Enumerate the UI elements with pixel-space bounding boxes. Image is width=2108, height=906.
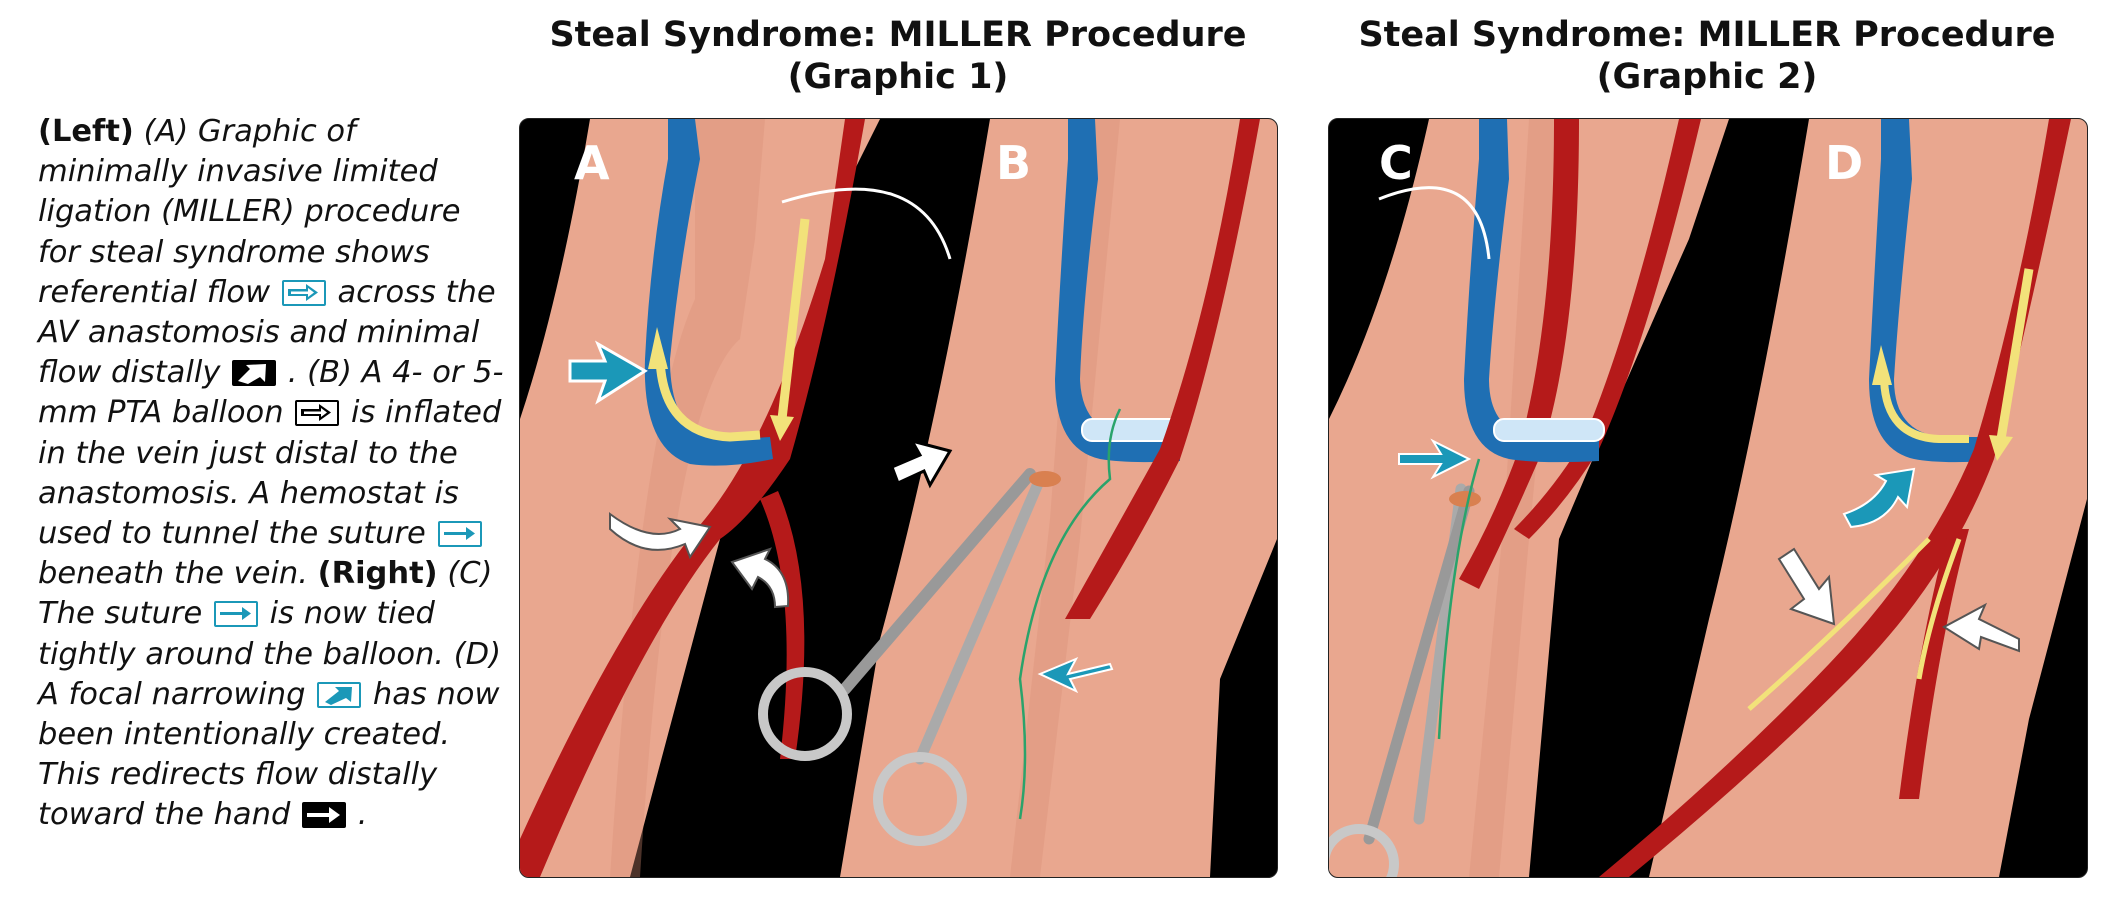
caption-text-4: is inflated in the vein just distal to t… [38, 395, 502, 552]
arrow-icon-black [302, 802, 347, 829]
graphic-1-title-line-2: (Graphic 1) [787, 57, 1009, 97]
panel-label-a: A [574, 136, 610, 190]
graphic-1-title: Steal Syndrome: MILLER Procedure (Graphi… [519, 14, 1277, 98]
caption-text-9: . [357, 797, 368, 833]
panel-label-b: B [996, 136, 1031, 190]
arrow-icon-black-outline [295, 400, 340, 427]
arrow-icon-blue-outline [437, 521, 482, 548]
graphic-1-illustration: A B [519, 118, 1278, 878]
graphic-2-title: Steal Syndrome: MILLER Procedure (Graphi… [1328, 14, 2086, 98]
caption-text-2: across the AV anastomosis and minimal fl… [38, 274, 496, 391]
graphic-2-title-line-2: (Graphic 2) [1596, 57, 1818, 97]
arrow-icon-blue-outline [281, 279, 326, 306]
graphic-1-title-line-1: Steal Syndrome: MILLER Procedure [549, 15, 1247, 55]
arrow-icon-black-curved [232, 360, 277, 387]
caption-text-1: (A) Graphic of minimally invasive limite… [38, 114, 461, 310]
arrow-icon-blue-outline [213, 601, 258, 628]
caption-right-lead: (Right) [317, 556, 438, 592]
caption-left-lead: (Left) [38, 114, 134, 149]
panel-label-d: D [1825, 136, 1863, 190]
caption-text-6: (C) The suture [38, 556, 493, 632]
panel-label-c: C [1379, 136, 1413, 190]
caption-text-3: . (B) A 4- or 5-mm PTA balloon [38, 355, 504, 431]
figure-caption: (Left) (A) Graphic of minimally invasive… [38, 112, 510, 836]
caption-text-8: has now been intentionally created. This… [38, 676, 500, 833]
caption-text-5: beneath the vein. [38, 556, 308, 592]
graphic-2-title-line-1: Steal Syndrome: MILLER Procedure [1358, 15, 2056, 55]
caption-text-7: is now tied tightly around the balloon. … [38, 596, 501, 712]
arrow-icon-blue-curved [317, 681, 362, 708]
graphic-2-illustration: C D [1328, 118, 2088, 878]
